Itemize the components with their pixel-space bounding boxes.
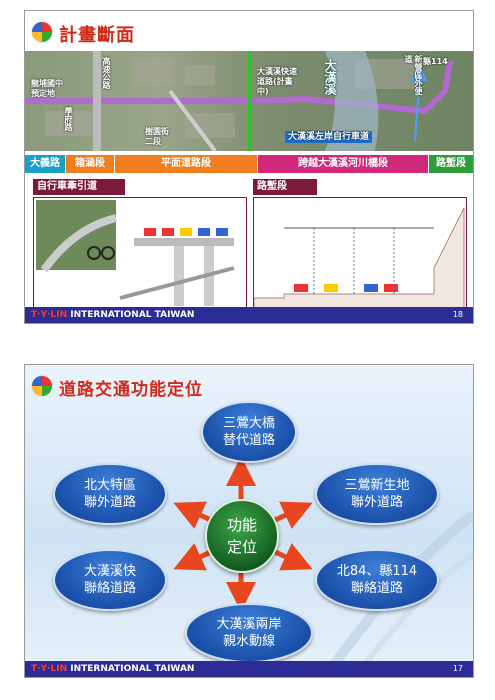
slide-title: 道路交通功能定位 [59, 380, 203, 400]
map-label-school: 龍埔國中預定地 [31, 79, 63, 98]
arrow-upper-right [271, 501, 313, 529]
map-label-xueyuan: 學府路 [64, 107, 73, 131]
slide-footer: T·Y·LIN INTERNATIONAL TAIWAN 18 [25, 307, 473, 323]
tylin-logo-icon [31, 375, 53, 397]
page-number: 17 [452, 664, 463, 673]
panel-bike-section [33, 197, 247, 311]
map-label-shuteng: 樹園街二段 [145, 127, 169, 146]
map-label-expressway: 大漢溪快速道路(計畫中) [257, 67, 297, 96]
panel-cut-section [253, 197, 467, 311]
bike-ramp-diagram [36, 200, 235, 306]
panel-bike-title: 自行車牽引道 [33, 179, 125, 195]
slide-title: 計畫斷面 [59, 25, 135, 46]
map-label-river: 大漢溪 [323, 59, 337, 95]
segment-culvert: 箱涵段 [66, 155, 114, 173]
map-label-freeway: 高速公路 [102, 57, 111, 89]
segment-river-bridge: 跨越大漢溪河川橋段 [258, 155, 428, 173]
node-dahan-waterfront: 大漢溪兩岸親水動線 [185, 603, 313, 663]
panel-cut-title: 路塹段 [253, 179, 317, 195]
footer-brand: T·Y·LIN INTERNATIONAL TAIWAN [31, 310, 195, 320]
map-label-bikeway: 大漢溪左岸自行車道 [285, 131, 373, 143]
segment-cut-section: 路塹段 [429, 155, 473, 173]
tylin-logo-icon [31, 21, 53, 43]
footer-brand: T·Y·LIN INTERNATIONAL TAIWAN [31, 664, 195, 674]
map-label-xinying: 新營區外便道 [404, 55, 423, 95]
node-beida-district: 北大特區聯外道路 [53, 463, 167, 525]
node-sanying-bridge: 三鶯大橋替代道路 [201, 401, 297, 463]
aerial-map: 龍埔國中預定地 高速公路 學府路 樹園街二段 大漢溪快速道路(計畫中) 大漢溪 … [25, 51, 473, 151]
map-label-county: 縣114 [423, 57, 448, 66]
page-number: 18 [452, 310, 463, 319]
cut-section-diagram [253, 207, 465, 311]
segment-surface-road: 平面道路段 [115, 155, 257, 173]
segment-dayi-road: 大義路 [25, 155, 65, 173]
slide-footer: T·Y·LIN INTERNATIONAL TAIWAN 17 [25, 661, 473, 677]
map-roads [25, 51, 453, 151]
arrow-lower-right [271, 543, 313, 571]
node-dahan-express: 大漢溪快聯絡道路 [53, 549, 167, 611]
slide-18: 計畫斷面 龍埔國中預定地 高速公路 學府路 樹園街二段 大漢溪快速道路(計畫中)… [24, 10, 474, 324]
slide-17: 道路交通功能定位 功能定位 三鶯大橋替代道路 北大特區聯外道路 三鶯新生地聯外道… [24, 364, 474, 678]
function-center-node: 功能定位 [205, 499, 279, 573]
node-sanying-newland: 三鶯新生地聯外道路 [315, 463, 439, 525]
